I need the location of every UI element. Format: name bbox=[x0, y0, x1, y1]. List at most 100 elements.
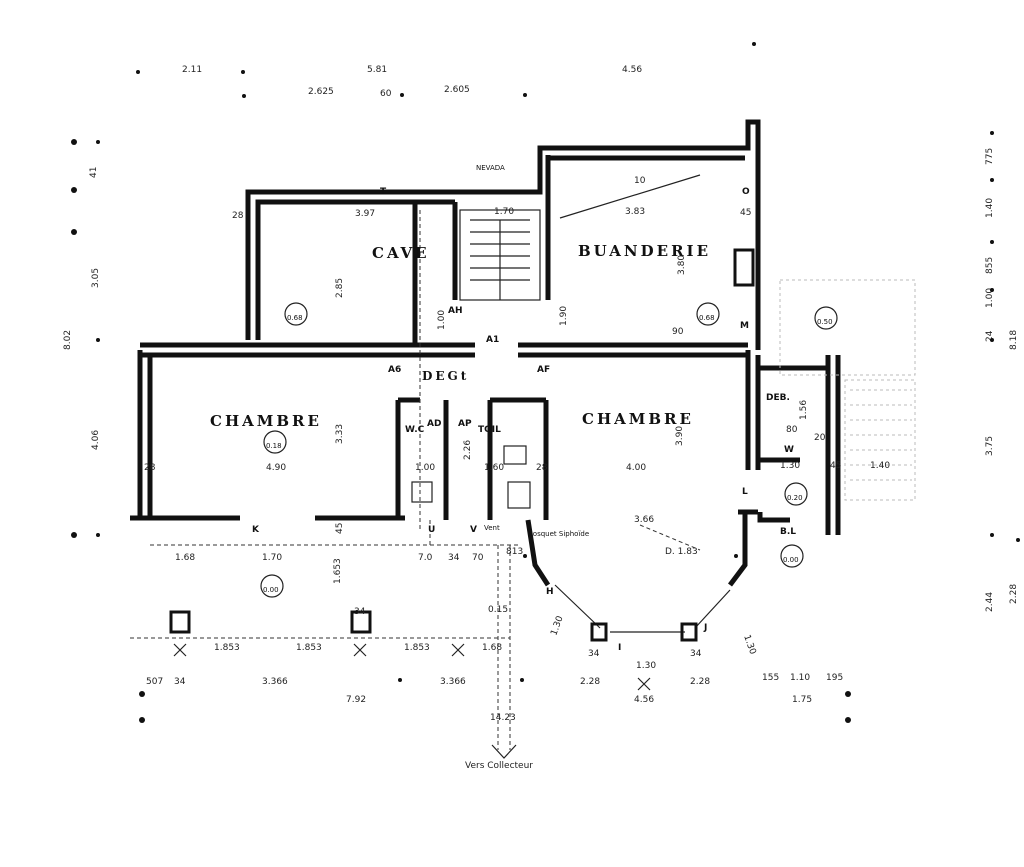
tag: M bbox=[740, 321, 749, 331]
dim-45: 45 bbox=[740, 208, 751, 218]
tag: J bbox=[703, 623, 707, 633]
notes: Vers Collecteur Vent Bosquet Siphoïde bbox=[465, 524, 589, 771]
dim-bottom: 34 bbox=[690, 649, 702, 659]
dim-bottom: 2.28 bbox=[690, 677, 710, 687]
dim-top-b: 5.81 bbox=[367, 65, 387, 75]
dim-right-b: 1.40 bbox=[985, 198, 995, 218]
note-collector: Vers Collecteur bbox=[465, 761, 533, 771]
dim-bay-w: 3.66 bbox=[634, 515, 654, 525]
dim-left-lower: 4.06 bbox=[91, 430, 101, 450]
dim-bottom: 1.853 bbox=[404, 643, 430, 653]
dim-right-f: 3.75 bbox=[985, 436, 995, 456]
dim-45: 45 bbox=[335, 523, 345, 534]
dim-right-a: 775 bbox=[985, 148, 995, 165]
dim-28: 28 bbox=[144, 463, 156, 473]
dim-bottom: 155 bbox=[762, 673, 779, 683]
tag: L bbox=[742, 487, 748, 497]
dim-w-w: 1.30 bbox=[780, 461, 800, 471]
tag: AH bbox=[448, 306, 463, 316]
dim-top-f: 2.605 bbox=[444, 85, 470, 95]
dim-cave-w: 3.97 bbox=[355, 209, 375, 219]
reference-dots bbox=[71, 42, 1020, 723]
bay-window bbox=[554, 524, 731, 642]
dim-28: 28 bbox=[232, 211, 244, 221]
dim-bottom: 7.0 bbox=[418, 553, 433, 563]
dim-80: 80 bbox=[786, 425, 798, 435]
dim-bottom: 3.366 bbox=[262, 677, 288, 687]
dim-bottom: 1.30 bbox=[549, 615, 565, 638]
room-chambre-left: CHAMBRE bbox=[210, 412, 322, 430]
top-dimensions: 2.11 5.81 4.56 2.625 60 2.605 bbox=[182, 65, 642, 99]
tag: K bbox=[252, 525, 260, 535]
level-value: 0.68 bbox=[699, 314, 715, 322]
dim-90: 90 bbox=[672, 327, 684, 337]
tag: AD bbox=[427, 419, 441, 429]
dim-20: 20 bbox=[814, 433, 826, 443]
dim-bottom: 813 bbox=[506, 547, 523, 557]
tag: AP bbox=[458, 419, 472, 429]
dim-top-c: 4.56 bbox=[622, 65, 642, 75]
dim-cave-h: 2.85 bbox=[335, 278, 345, 298]
room-toil: TOIL bbox=[478, 425, 501, 435]
room-wc: W.C bbox=[405, 425, 425, 435]
room-cave: CAVE bbox=[372, 244, 430, 262]
dim-chambre-w: 4.90 bbox=[266, 463, 286, 473]
tag: H bbox=[546, 587, 554, 597]
dim-bottom: 34 bbox=[588, 649, 600, 659]
note-bosquet: Bosquet Siphoïde bbox=[528, 530, 589, 538]
dim-bottom: 1.30 bbox=[741, 634, 757, 657]
dim-bottom: 507 bbox=[146, 677, 163, 687]
dim-bottom: 1.853 bbox=[214, 643, 240, 653]
dim-bottom: 4.56 bbox=[634, 695, 654, 705]
dim-wc-w: 1.00 bbox=[415, 463, 435, 473]
level-value: 0.18 bbox=[266, 442, 282, 450]
dim-bottom: 34 bbox=[354, 607, 366, 617]
tag: AF bbox=[537, 365, 550, 375]
level-markers: 0.68 0.68 0.50 0.18 0.00 0.20 0.00 bbox=[260, 302, 838, 598]
dim-left-total: 8.02 bbox=[63, 330, 73, 350]
bottom-dimensions: 1.68 1.70 1.653 7.0 34 70 813 1.853 1.85… bbox=[146, 547, 843, 723]
dim-bottom: 3.366 bbox=[440, 677, 466, 687]
dim-stair-num: 10 bbox=[634, 176, 646, 186]
room-buanderie: BUANDERIE bbox=[578, 242, 711, 260]
dim-bay-d: D. 1.83 bbox=[665, 547, 698, 557]
dim-bottom: 1.853 bbox=[296, 643, 322, 653]
walls bbox=[130, 119, 841, 587]
left-dimensions: 8.02 3.05 4.06 41 bbox=[63, 167, 101, 450]
level-value: 0.50 bbox=[817, 318, 833, 326]
dim-right-c: 855 bbox=[985, 257, 995, 274]
tag: B.L bbox=[780, 527, 796, 537]
dim-bottom: 1.68 bbox=[482, 643, 502, 653]
room-chambre-right: CHAMBRE bbox=[582, 410, 694, 428]
dim-right-g: 2.44 bbox=[985, 592, 995, 612]
dim-toil-h: 2.26 bbox=[463, 440, 473, 460]
dim-top-e: 60 bbox=[380, 89, 392, 99]
staircase bbox=[459, 174, 701, 301]
dim-bottom: 1.10 bbox=[790, 673, 810, 683]
label-nevada: NEVADA bbox=[476, 164, 505, 172]
sanitary-fixtures bbox=[411, 445, 531, 509]
tag: I bbox=[618, 643, 621, 653]
tag: V bbox=[470, 525, 477, 535]
manholes bbox=[169, 248, 755, 634]
tag-letters: AH A1 A6 AF K U V H I J L M O W B.L T AD… bbox=[252, 187, 796, 653]
dim-ext-w: 1.40 bbox=[870, 461, 890, 471]
tag: A1 bbox=[486, 335, 499, 345]
tag: A6 bbox=[388, 365, 401, 375]
drainage-lines bbox=[130, 210, 520, 759]
dim-left-top: 41 bbox=[89, 167, 99, 178]
dim-bottom: 1.30 bbox=[636, 661, 656, 671]
exterior-stairs bbox=[779, 279, 916, 501]
dim-toil-w: 1.60 bbox=[484, 463, 504, 473]
dim-bottom: 34 bbox=[448, 553, 460, 563]
level-value: 0.68 bbox=[287, 314, 303, 322]
room-degt: DEGt bbox=[422, 369, 469, 383]
room-deb: DEB. bbox=[766, 393, 790, 403]
dim-bottom: 70 bbox=[472, 553, 484, 563]
dim-stair-w: 1.70 bbox=[494, 207, 514, 217]
right-dimensions: 775 1.40 855 1.00 24 8.18 3.75 2.44 2.28 bbox=[985, 148, 1019, 612]
dim-chambre-h: 3.33 bbox=[335, 424, 345, 444]
dim-right-e: 24 bbox=[985, 330, 995, 342]
dim-bottom: 1.75 bbox=[792, 695, 812, 705]
